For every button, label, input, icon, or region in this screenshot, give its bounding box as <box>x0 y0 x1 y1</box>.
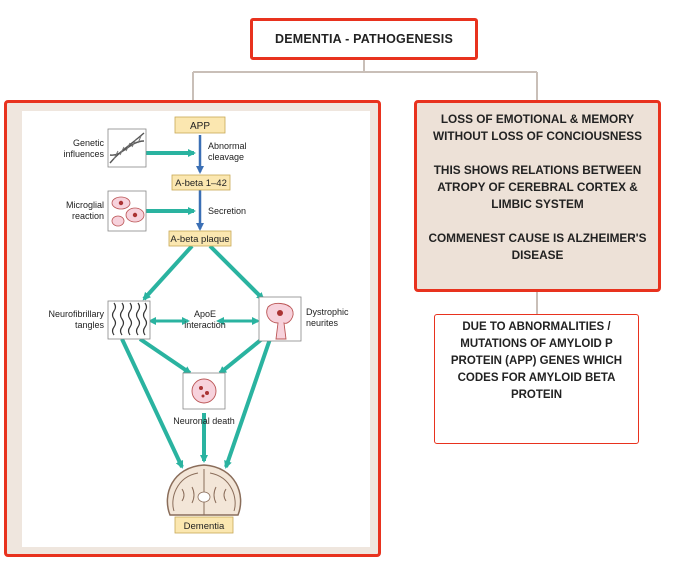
tangles-icon <box>107 300 151 340</box>
neuronal-death-label: Neuronal death <box>173 416 235 426</box>
dystrophic-label-2: neurites <box>306 318 339 328</box>
plaque-to-tangles-arrow <box>142 244 194 301</box>
app-label: APP <box>190 121 210 132</box>
abeta-label-box <box>171 174 231 191</box>
microglial-cells-icon <box>107 190 147 232</box>
dna-helix-icon <box>107 128 147 168</box>
genetic-label-2: influences <box>63 149 104 159</box>
app-label-box <box>174 116 226 134</box>
neurites-to-dementia-arrow <box>224 338 272 469</box>
pathogenesis-figure-panel[interactable]: APP Genetic influences Abnormal cleavage… <box>4 100 381 557</box>
info-line-memory: LOSS OF EMOTIONAL & MEMORY WITHOUT LOSS … <box>432 112 643 143</box>
tangles-to-dementia-arrow <box>120 338 184 469</box>
apoe-label-2: interaction <box>184 320 226 330</box>
info-box[interactable]: LOSS OF EMOTIONAL & MEMORY WITHOUT LOSS … <box>414 100 661 292</box>
dementia-label-box <box>174 516 234 534</box>
genetic-label-1: Genetic <box>73 138 105 148</box>
tangles-to-death-arrow <box>138 337 192 375</box>
microglial-label-2: reaction <box>72 211 104 221</box>
secretion-label: Secretion <box>208 206 246 216</box>
pathogenesis-figure: APP Genetic influences Abnormal cleavage… <box>22 111 370 547</box>
info-line-cause: COMMENEST CAUSE IS ALZHEIMER'S DISEASE <box>428 231 647 262</box>
microglial-label-1: Microglial <box>66 200 104 210</box>
neurites-to-death-arrow <box>218 337 264 375</box>
title-connector <box>192 60 538 100</box>
brain-icon <box>166 464 242 516</box>
title-box[interactable]: DEMENTIA - PATHOGENESIS <box>250 18 478 60</box>
note-box[interactable]: DUE TO ABNORMALITIES / MUTATIONS OF AMYL… <box>434 314 639 444</box>
abnormal-label-1: Abnormal <box>208 141 247 151</box>
plaque-label-box <box>168 230 232 247</box>
apoe-label-1: ApoE <box>194 309 216 319</box>
pathogenesis-diagram: APP Genetic influences Abnormal cleavage… <box>48 116 349 534</box>
abnormal-label-2: cleavage <box>208 152 244 162</box>
neuronal-death-icon <box>182 372 226 410</box>
dementia-label: Dementia <box>184 521 225 532</box>
dystrophic-neurite-icon <box>258 296 302 342</box>
abeta-label: A-beta 1–42 <box>175 178 227 189</box>
note-text: DUE TO ABNORMALITIES / MUTATIONS OF AMYL… <box>450 321 623 401</box>
dystrophic-label-1: Dystrophic <box>306 307 349 317</box>
tangles-label-1: Neurofibrillary <box>48 309 104 319</box>
info-line-atrophy: THIS SHOWS RELATIONS BETWEEN ATROPY OF C… <box>433 163 642 211</box>
tangles-label-2: tangles <box>75 320 105 330</box>
plaque-label: A-beta plaque <box>170 234 229 245</box>
plaque-to-neurites-arrow <box>208 244 265 301</box>
page-title: DEMENTIA - PATHOGENESIS <box>275 32 453 46</box>
